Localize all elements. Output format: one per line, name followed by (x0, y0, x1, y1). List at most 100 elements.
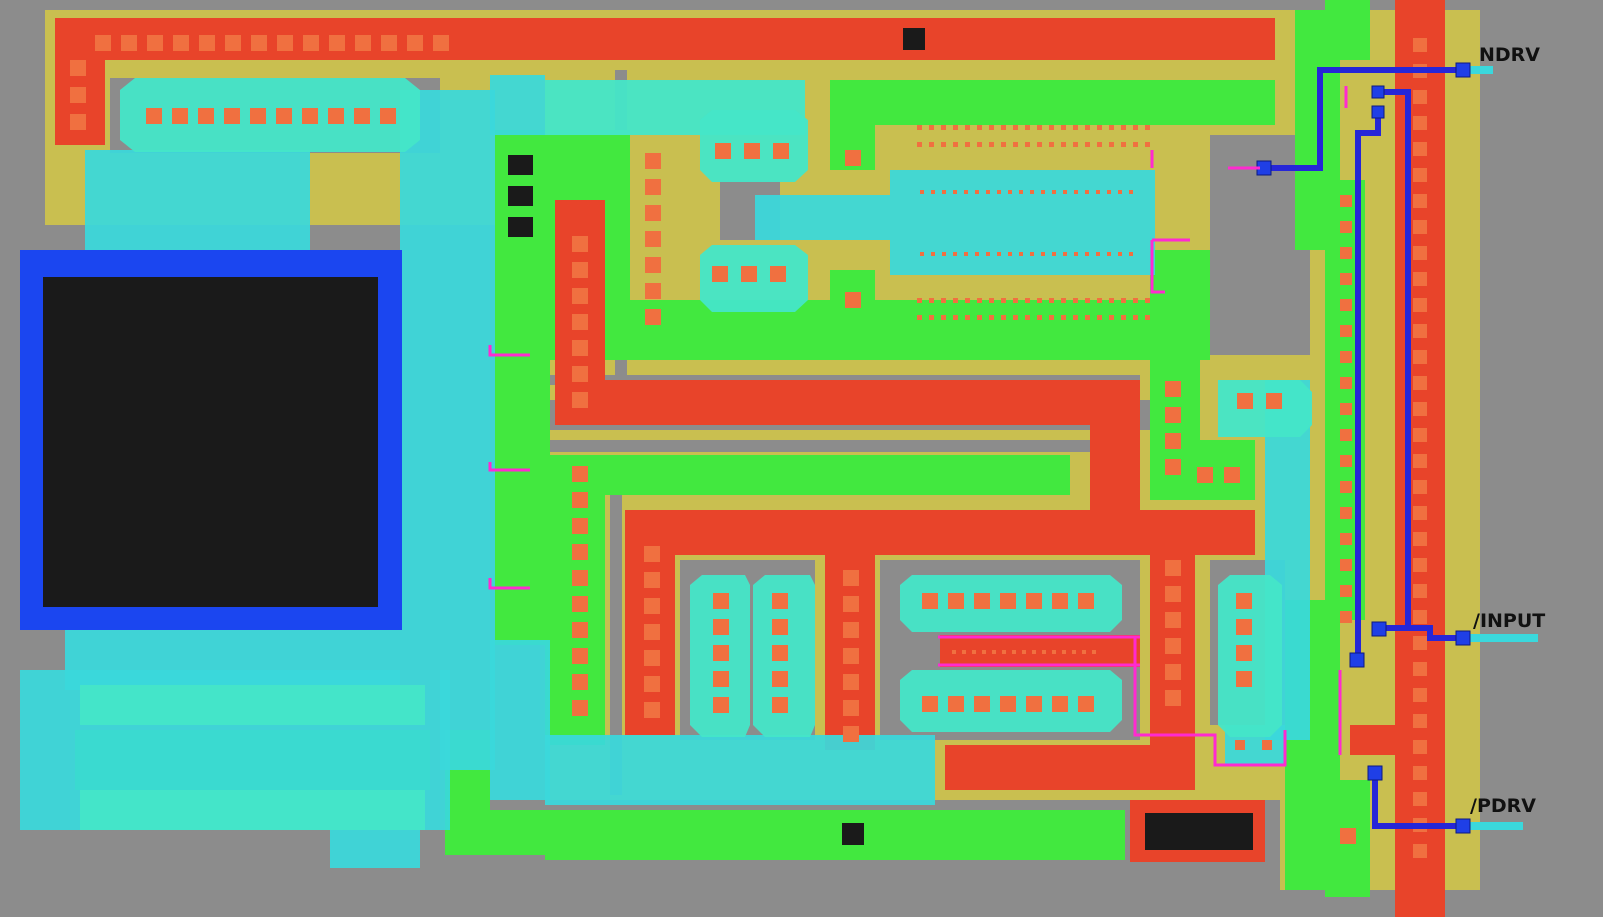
contact (1001, 142, 1006, 147)
contact (922, 696, 938, 712)
contact (1049, 125, 1054, 130)
contact (328, 108, 344, 124)
contact (972, 650, 976, 654)
contact (1085, 298, 1090, 303)
contact (1032, 650, 1036, 654)
contact (1061, 315, 1066, 320)
contact (644, 702, 660, 718)
contact (843, 726, 859, 742)
contact (276, 108, 292, 124)
contact (1107, 190, 1111, 194)
contact (146, 108, 162, 124)
contact (70, 114, 86, 130)
contact (1413, 246, 1427, 260)
contact (1145, 142, 1150, 147)
contact (1165, 560, 1181, 576)
contact (1413, 220, 1427, 234)
contact (1085, 142, 1090, 147)
contact (572, 288, 588, 304)
contact (917, 298, 922, 303)
contact (929, 315, 934, 320)
contact (773, 143, 789, 159)
contact (198, 108, 214, 124)
contact (922, 593, 938, 609)
contact (1037, 125, 1042, 130)
contact (843, 596, 859, 612)
contact (95, 35, 111, 51)
contact (941, 125, 946, 130)
contact (1013, 125, 1018, 130)
contact (302, 108, 318, 124)
contact (941, 142, 946, 147)
contact (303, 35, 319, 51)
contact (942, 190, 946, 194)
contact (251, 35, 267, 51)
contact (572, 518, 588, 534)
contact (1413, 324, 1427, 338)
contact (1037, 142, 1042, 147)
contact (645, 309, 661, 325)
contact (572, 648, 588, 664)
contact (1235, 740, 1245, 750)
contact (645, 283, 661, 299)
contact (713, 619, 729, 635)
contact (1000, 593, 1016, 609)
contact (1413, 298, 1427, 312)
contact (845, 292, 861, 308)
contact (1052, 190, 1056, 194)
contact (1061, 142, 1066, 147)
contact (977, 142, 982, 147)
contact (1002, 650, 1006, 654)
contact (147, 35, 163, 51)
contact (953, 315, 958, 320)
contact (1340, 299, 1352, 311)
via-layer (508, 28, 1253, 850)
contact (1096, 190, 1100, 194)
contact (1413, 480, 1427, 494)
contact (1082, 650, 1086, 654)
contact (713, 645, 729, 661)
contact (1019, 252, 1023, 256)
contact (931, 190, 935, 194)
contact (1165, 433, 1181, 449)
contact (931, 252, 935, 256)
contact (713, 593, 729, 609)
contact (772, 593, 788, 609)
contact (1121, 298, 1126, 303)
contact (989, 298, 994, 303)
contact (1129, 252, 1133, 256)
contact (572, 492, 588, 508)
contact (1165, 690, 1181, 706)
contact (953, 252, 957, 256)
contact (1092, 650, 1096, 654)
contact (942, 252, 946, 256)
pin-label-input: /INPUT (1473, 610, 1545, 632)
contact (70, 87, 86, 103)
contact (1041, 190, 1045, 194)
contact (1340, 221, 1352, 233)
contact (1008, 252, 1012, 256)
contact (645, 179, 661, 195)
contact (1340, 195, 1352, 207)
contact (772, 697, 788, 713)
contact (948, 593, 964, 609)
contact (986, 190, 990, 194)
contact (982, 650, 986, 654)
contact (1049, 142, 1054, 147)
contact (1096, 252, 1100, 256)
contact (1085, 125, 1090, 130)
contact (843, 648, 859, 664)
contact (964, 252, 968, 256)
contact (1074, 252, 1078, 256)
contact (962, 650, 966, 654)
contact (572, 466, 588, 482)
contact (1030, 190, 1034, 194)
contact (1340, 325, 1352, 337)
contact (1061, 125, 1066, 130)
contact (1340, 559, 1352, 571)
pin-label-ndrv: NDRV (1479, 44, 1540, 66)
contact (1262, 740, 1272, 750)
contact (1085, 315, 1090, 320)
contact (929, 125, 934, 130)
